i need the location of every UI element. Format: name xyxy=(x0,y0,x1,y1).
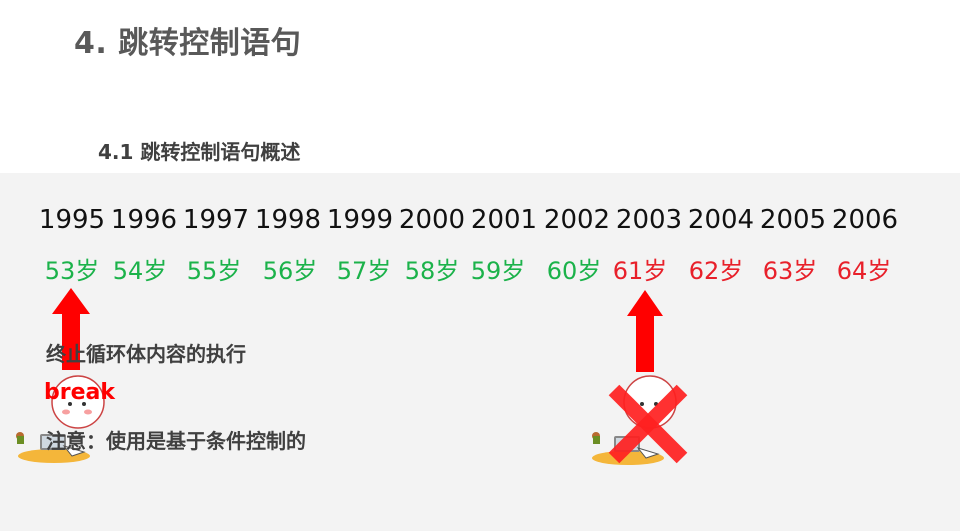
year-label: 2001 xyxy=(470,205,538,235)
break-keyword: break xyxy=(44,380,115,405)
year-label: 1999 xyxy=(326,205,394,235)
year-label: 2005 xyxy=(759,205,827,235)
note-terminate-loop: 终止循环体内容的执行 xyxy=(46,342,246,366)
age-label: 55岁 xyxy=(186,257,242,285)
section-title: 4.1 跳转控制语句概述 xyxy=(98,140,301,164)
red-cross-icon xyxy=(608,384,688,464)
age-label: 57岁 xyxy=(336,257,392,285)
year-label: 1996 xyxy=(110,205,178,235)
age-label: 60岁 xyxy=(546,257,602,285)
age-label: 61岁 xyxy=(612,257,668,285)
page-title: 4. 跳转控制语句 xyxy=(74,26,302,61)
age-label: 63岁 xyxy=(762,257,818,285)
note-condition: 注意：使用是基于条件控制的 xyxy=(46,429,306,453)
year-label: 2006 xyxy=(831,205,899,235)
age-label: 62岁 xyxy=(688,257,744,285)
year-label: 1995 xyxy=(38,205,106,235)
age-label: 58岁 xyxy=(404,257,460,285)
year-label: 2004 xyxy=(687,205,755,235)
age-label: 59岁 xyxy=(470,257,526,285)
content-panel xyxy=(0,173,960,531)
year-label: 1997 xyxy=(182,205,250,235)
age-label: 53岁 xyxy=(44,257,100,285)
up-arrow-icon xyxy=(627,290,663,372)
age-label: 56岁 xyxy=(262,257,318,285)
year-label: 1998 xyxy=(254,205,322,235)
year-label: 2002 xyxy=(543,205,611,235)
year-label: 2003 xyxy=(615,205,683,235)
cartoon-character-icon xyxy=(16,375,105,463)
up-arrow-icon xyxy=(52,288,90,370)
age-label: 54岁 xyxy=(112,257,168,285)
year-label: 2000 xyxy=(398,205,466,235)
age-label: 64岁 xyxy=(836,257,892,285)
